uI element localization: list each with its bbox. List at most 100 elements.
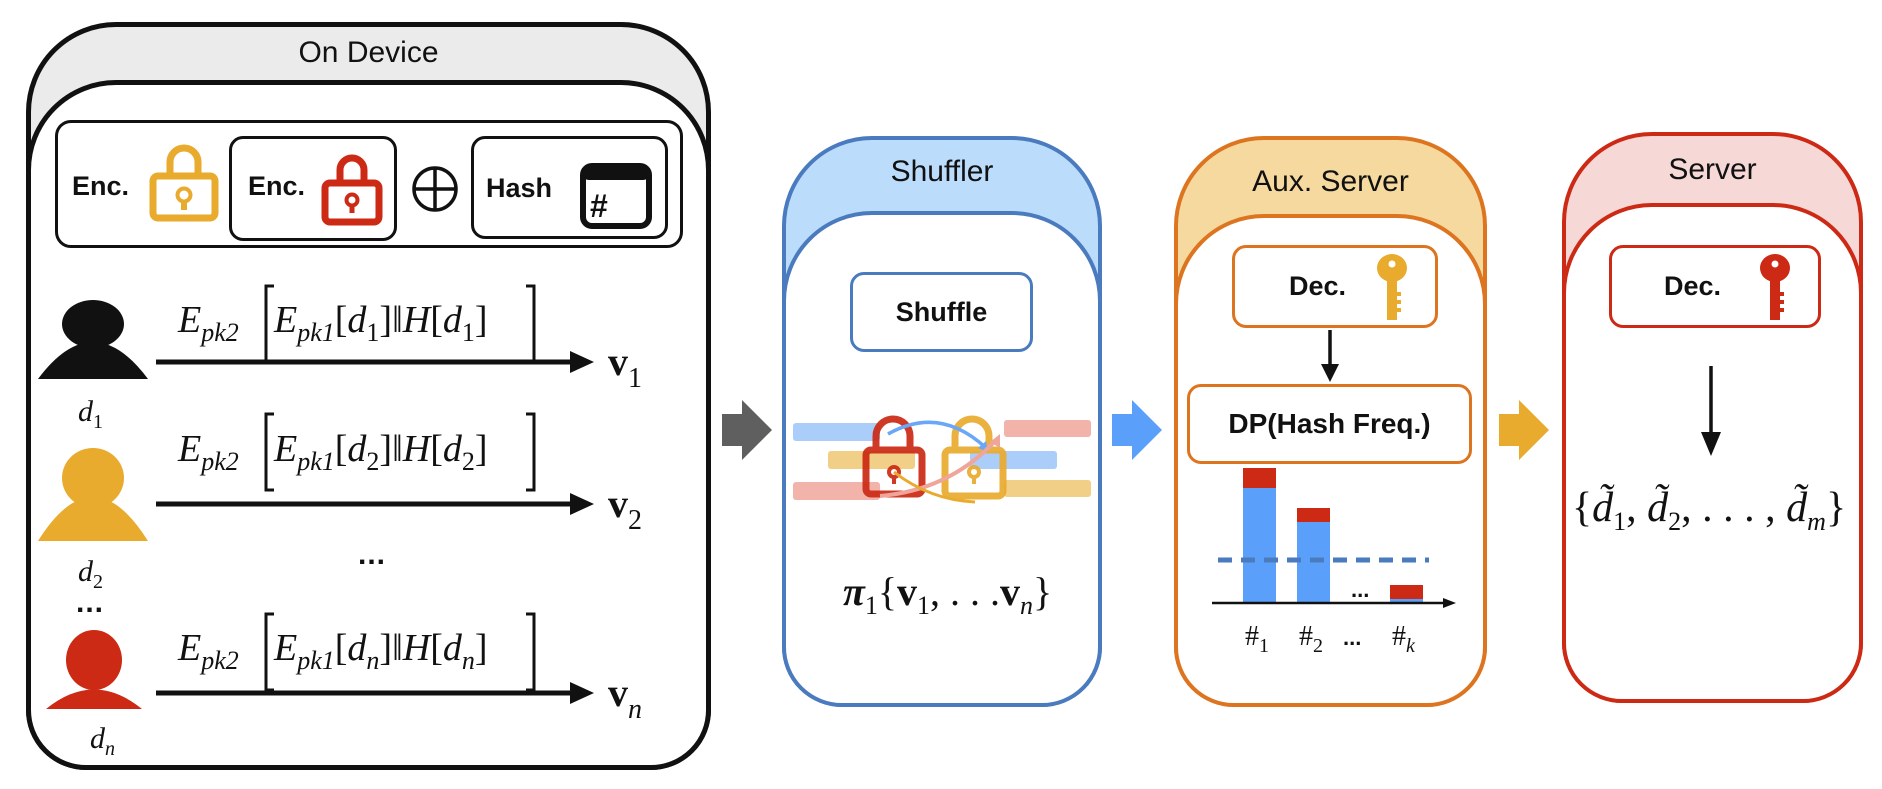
formula-arg: d (347, 299, 367, 341)
output-vector-n: vn (608, 669, 642, 726)
user-data-subscript: 1 (93, 411, 103, 433)
message-bar-blue-out (970, 451, 1057, 469)
on-device-title: On Device (298, 36, 439, 69)
vector-sub-last: n (1020, 591, 1034, 620)
message-bar-red-out (1004, 420, 1091, 437)
shuffle-illustration (793, 415, 1091, 504)
message-bar-yellow-in (828, 451, 915, 469)
formula-outer-enc: E (178, 627, 202, 669)
user-avatar-n (46, 630, 142, 709)
shuffled-output-formula: π1{v1, . . .vn} (843, 568, 1052, 621)
user-data-label-n: dn (90, 722, 115, 761)
user-data-symbol: d (78, 395, 93, 428)
formula-concat: ‖ (392, 428, 403, 470)
formula-inner-key: pk1 (297, 318, 335, 347)
recovered-item-m: d̃ (1786, 485, 1808, 531)
key-icon-yellow (1377, 254, 1407, 320)
hash-window-icon: # (580, 163, 652, 229)
formula-hash-arg: d (442, 299, 462, 341)
decrypt-to-result-arrow (1701, 366, 1721, 456)
message-bar-yellow-out (1004, 480, 1091, 497)
bracket-2 (264, 412, 536, 492)
hash-label: Hash (486, 173, 553, 203)
set-separator: , . . . (930, 569, 1001, 614)
recovered-item-2-sub: 2 (1668, 507, 1682, 536)
bar-count-1 (1243, 488, 1276, 603)
output-vector-symbol: v (608, 670, 628, 715)
message-bar-red-in (793, 482, 880, 500)
vector-symbol: v (897, 569, 918, 614)
bar-noise-2 (1297, 508, 1330, 522)
server-title: Server (1668, 153, 1757, 186)
set-open: { (877, 569, 898, 614)
shuffle-action-box: Shuffle (850, 272, 1033, 352)
bar-count-3 (1390, 599, 1423, 603)
formula-outer-enc: E (178, 299, 202, 341)
lock-icon-yellow (149, 144, 219, 222)
formula-hash-arg: d (442, 627, 462, 669)
output-vector-2: v2 (608, 480, 642, 537)
recovered-item-1: d̃ (1592, 485, 1614, 531)
formula-arg-sub: 1 (366, 318, 380, 347)
decrypt-to-dp-arrow (1321, 330, 1339, 382)
vector-sub-first: 1 (917, 591, 931, 620)
user-data-symbol: d (90, 722, 105, 755)
encrypted-formula-2: Epk2 (178, 427, 239, 477)
output-vector-sub: 2 (628, 505, 642, 536)
shuffle-curve-red (879, 438, 998, 498)
user-data-subscript: 2 (93, 571, 103, 593)
formula-inner-key: pk1 (297, 447, 335, 476)
key-icon-red (1760, 254, 1790, 320)
shuffle-curve-yellow (893, 470, 976, 504)
set-close: } (1033, 569, 1053, 614)
encrypted-formula-n: Epk2 (178, 626, 239, 676)
send-arrow-n (156, 682, 594, 704)
user-data-label-1: d1 (78, 395, 103, 434)
flow-arrow-to-server (1499, 400, 1549, 460)
dp-hash-freq-box: DP(Hash Freq.) (1187, 384, 1472, 464)
x-axis-arrowhead (1443, 598, 1456, 608)
permutation-symbol: π (843, 569, 865, 614)
formula-concat: ‖ (392, 299, 403, 341)
formula-arg: d (347, 627, 367, 669)
output-vector-symbol: v (608, 339, 628, 384)
inner-formula-2: Epk1[d2]‖H[d2] (274, 428, 488, 476)
bar-label-1: #1 (1245, 621, 1269, 655)
user-data-label-2: d2 (78, 555, 103, 594)
recovered-item-1-sub: 1 (1613, 507, 1627, 536)
formula-inner-enc: E (274, 627, 298, 669)
recovered-item-2: d̃ (1647, 485, 1669, 531)
formula-hash-arg-sub: 1 (461, 318, 475, 347)
bar-label-2: #2 (1299, 621, 1323, 655)
recovered-data-formula: {d̃1, d̃2, . . . , d̃m} (1572, 485, 1847, 536)
user-ellipsis: ... (76, 586, 105, 619)
shuffle-curve-red-head (990, 434, 1000, 448)
formula-inner-key: pk1 (297, 646, 335, 675)
formula-arg-sub: n (366, 646, 380, 675)
svg-text:#: # (590, 188, 608, 224)
output-vector-symbol: v (608, 481, 628, 526)
message-bar-blue-in (793, 423, 880, 441)
formula-hash-arg-sub: n (461, 646, 475, 675)
formula-hash: H (402, 627, 431, 669)
inner-formula-n: Epk1[dn]‖H[dn] (274, 627, 488, 675)
bar-noise-1 (1243, 468, 1276, 488)
server-decrypt-label: Dec. (1664, 271, 1722, 301)
formula-inner-enc: E (274, 428, 298, 470)
enc-outer-label: Enc. (72, 171, 130, 201)
row-ellipsis: ... (358, 538, 387, 571)
flow-arrow-to-shuffler (722, 400, 772, 460)
user-data-subscript: n (105, 738, 115, 760)
aux-decrypt-label: Dec. (1289, 271, 1347, 301)
formula-outer-key: pk2 (201, 447, 239, 476)
shuffle-curve-blue (887, 420, 988, 450)
inner-formula-1: Epk1[d1]‖H[d1] (274, 299, 488, 347)
set-close: } (1825, 485, 1847, 531)
flow-arrow-to-aux-server (1112, 400, 1162, 460)
formula-hash-arg-sub: 2 (461, 447, 475, 476)
enc-inner-label: Enc. (248, 171, 306, 201)
shuffle-action-label: Shuffle (895, 296, 988, 327)
output-vector-sub: n (628, 694, 642, 725)
aux-decrypt-box: Dec. (1232, 245, 1438, 328)
formula-inner-enc: E (274, 299, 298, 341)
